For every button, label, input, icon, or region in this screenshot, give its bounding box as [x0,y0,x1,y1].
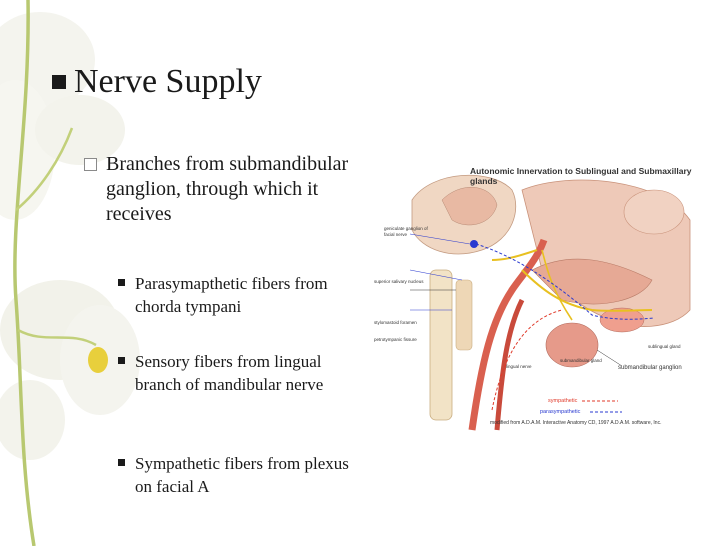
label-geniculate-ganglion: geniculate ganglion of facial nerve [384,226,428,237]
subpoint-text: Sympathetic fibers from plexus on facial… [135,454,349,496]
square-bullet [118,279,125,286]
legend-parasympathetic: parasympathetic [540,409,581,415]
label-petrotympanic-fissure: petrotympanic fissure [374,337,417,342]
label-sublingual-gland: sublingual gland [648,344,681,349]
subpoint-text: Parasymapthetic fibers from chorda tympa… [135,274,328,316]
slide-title: Nerve Supply [74,63,262,100]
orchid-decoration [0,0,140,546]
main-point: Branches from submandibular ganglion, th… [84,152,364,227]
label-lingual-nerve: lingual nerve [506,364,532,369]
legend-sympathetic: sympathetic [548,398,578,404]
square-bullet [118,459,125,466]
subpoint: Parasymapthetic fibers from chorda tympa… [118,272,358,318]
figure-title: Autonomic Innervation to Sublingual and … [470,166,692,186]
subpoint-text: Sensory fibers from lingual branch of ma… [135,352,324,394]
title-row: Nerve Supply [52,62,262,102]
main-point-text: Branches from submandibular ganglion, th… [106,153,349,225]
box-bullet [84,158,97,171]
anatomy-illustration [372,160,692,432]
label-superior-salivary-nucleus: superior salivary nucleus [374,279,424,284]
label-submandibular-gland: submandibular gland [560,358,602,363]
title-bullet [52,75,66,89]
label-stylomastoid-foramen: stylomastoid foramen [374,320,417,325]
figure-credit: modified from A.D.A.M. Interactive Anato… [490,420,662,426]
square-bullet [118,357,125,364]
subpoint: Sympathetic fibers from plexus on facial… [118,452,358,498]
subpoint: Sensory fibers from lingual branch of ma… [118,350,358,396]
label-submandibular-ganglion: submandibular ganglion [618,365,682,371]
